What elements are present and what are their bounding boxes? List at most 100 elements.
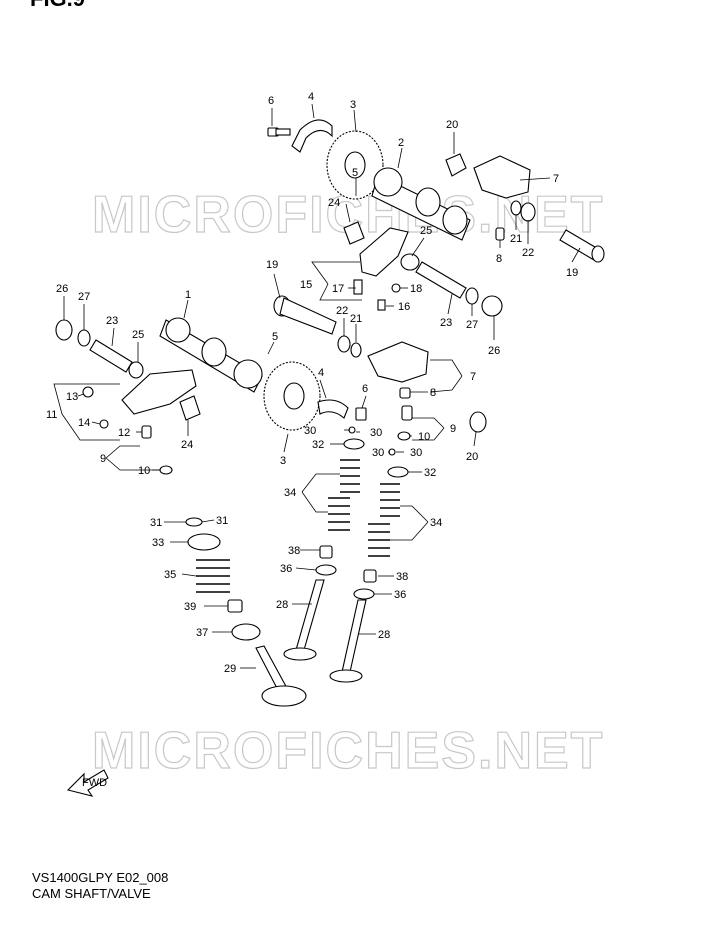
sprocket-bracket-4-lower [317,399,349,419]
adjuster-12 [141,425,152,439]
fwd-arrow: FWD [66,769,109,797]
washer-27-upper [465,287,479,305]
callout-5: 5 [272,331,278,343]
rocker-arm-7-lower [367,341,429,383]
rocker-arm-15 [359,227,409,277]
cap-26-left [55,319,73,341]
callout-24: 24 [181,439,193,451]
callout-31: 31 [150,517,162,529]
figure-caption: CAM SHAFT/VALVE [32,886,151,901]
bolt-6-upper [267,127,291,137]
callout-6: 6 [362,383,368,395]
callout-21: 21 [510,233,522,245]
callout-30: 30 [370,427,382,439]
washer-25-upper [400,253,420,271]
callout-3: 3 [280,455,286,467]
leader-lines [53,103,581,669]
callout-39: 39 [184,601,196,613]
callout-27: 27 [78,291,90,303]
washer-20-upper [445,153,467,177]
callout-37: 37 [196,627,208,639]
washer-22-upper [520,202,536,222]
callout-32: 32 [312,439,324,451]
o-ring-10-right [397,431,411,441]
screw-13 [82,386,94,398]
pin-16 [377,299,386,311]
callout-labels: 6 4 3 2 20 7 5 24 21 22 8 19 25 19 15 17… [46,91,578,675]
callout-12: 12 [118,427,130,439]
callout-15: 15 [300,279,312,291]
callout-27: 27 [466,319,478,331]
valve-train [185,426,409,707]
spring-seat-36-right [353,588,375,600]
callout-19: 19 [566,267,578,279]
callout-7: 7 [470,371,476,383]
callout-11: 11 [46,409,57,421]
upper-cam-assembly [267,119,605,358]
valve-seal-38-right [363,569,377,583]
valve-28-right [329,599,367,683]
callout-6: 6 [268,95,274,107]
callout-16: 16 [398,301,410,313]
callout-18: 18 [410,283,422,295]
spring-seat-37 [231,623,261,641]
callout-4: 4 [318,367,324,379]
callout-32: 32 [424,467,436,479]
o-ring-21-upper [510,200,522,216]
retainer-32-left [343,438,365,450]
callout-3: 3 [350,99,356,111]
washer-20-lower [469,411,487,433]
keeper-31 [185,517,203,527]
shaft-23-left [89,339,133,373]
adjuster-8-lower [399,387,411,399]
callout-36: 36 [394,589,406,601]
callout-4: 4 [308,91,314,103]
callout-38: 38 [288,545,300,557]
cap-24-lower [179,395,201,421]
nut-18 [391,283,401,293]
spring-34-right-outer [380,483,400,517]
callout-10: 10 [418,431,430,443]
figure-title: FIG.9 [30,0,85,12]
callout-31: 31 [216,515,228,527]
rocker-arm-11 [121,369,197,415]
callout-19: 19 [266,259,278,271]
callout-33: 33 [152,537,164,549]
fwd-label: FWD [82,777,107,789]
callout-28: 28 [276,599,288,611]
callout-8: 8 [496,253,502,265]
rocker-arm-7-upper [473,155,531,199]
valve-28-left [283,579,325,661]
retainer-33 [187,533,221,551]
o-ring-10-left [159,465,173,475]
valve-seal-39 [227,599,243,613]
callout-38: 38 [396,571,408,583]
callout-34: 34 [430,517,442,529]
spring-34-right-inner [368,523,390,557]
washer-25-left [128,361,144,379]
cap-26-upper [481,295,503,317]
callout-25: 25 [132,329,144,341]
callout-2: 2 [398,137,404,149]
watermark-bottom: MICROFICHES.NET [92,722,604,780]
nut-14 [99,419,109,429]
model-code: VS1400GLPY E02_008 [32,870,169,885]
callout-36: 36 [280,563,292,575]
callout-34: 34 [284,487,296,499]
rocker-shaft-19-upper [559,229,605,263]
valve-29 [255,645,307,707]
callout-22: 22 [336,305,348,317]
callout-9: 9 [450,423,456,435]
o-ring-21-lower [350,342,362,358]
callout-9: 9 [100,453,106,465]
callout-10: 10 [138,465,150,477]
callout-30: 30 [410,447,422,459]
callout-21: 21 [350,313,362,325]
camshaft-2 [371,167,471,241]
callout-13: 13 [66,391,78,403]
cap-24-upper [343,221,365,245]
callout-1: 1 [185,289,191,301]
callout-20: 20 [446,119,458,131]
callout-24: 24 [328,197,340,209]
